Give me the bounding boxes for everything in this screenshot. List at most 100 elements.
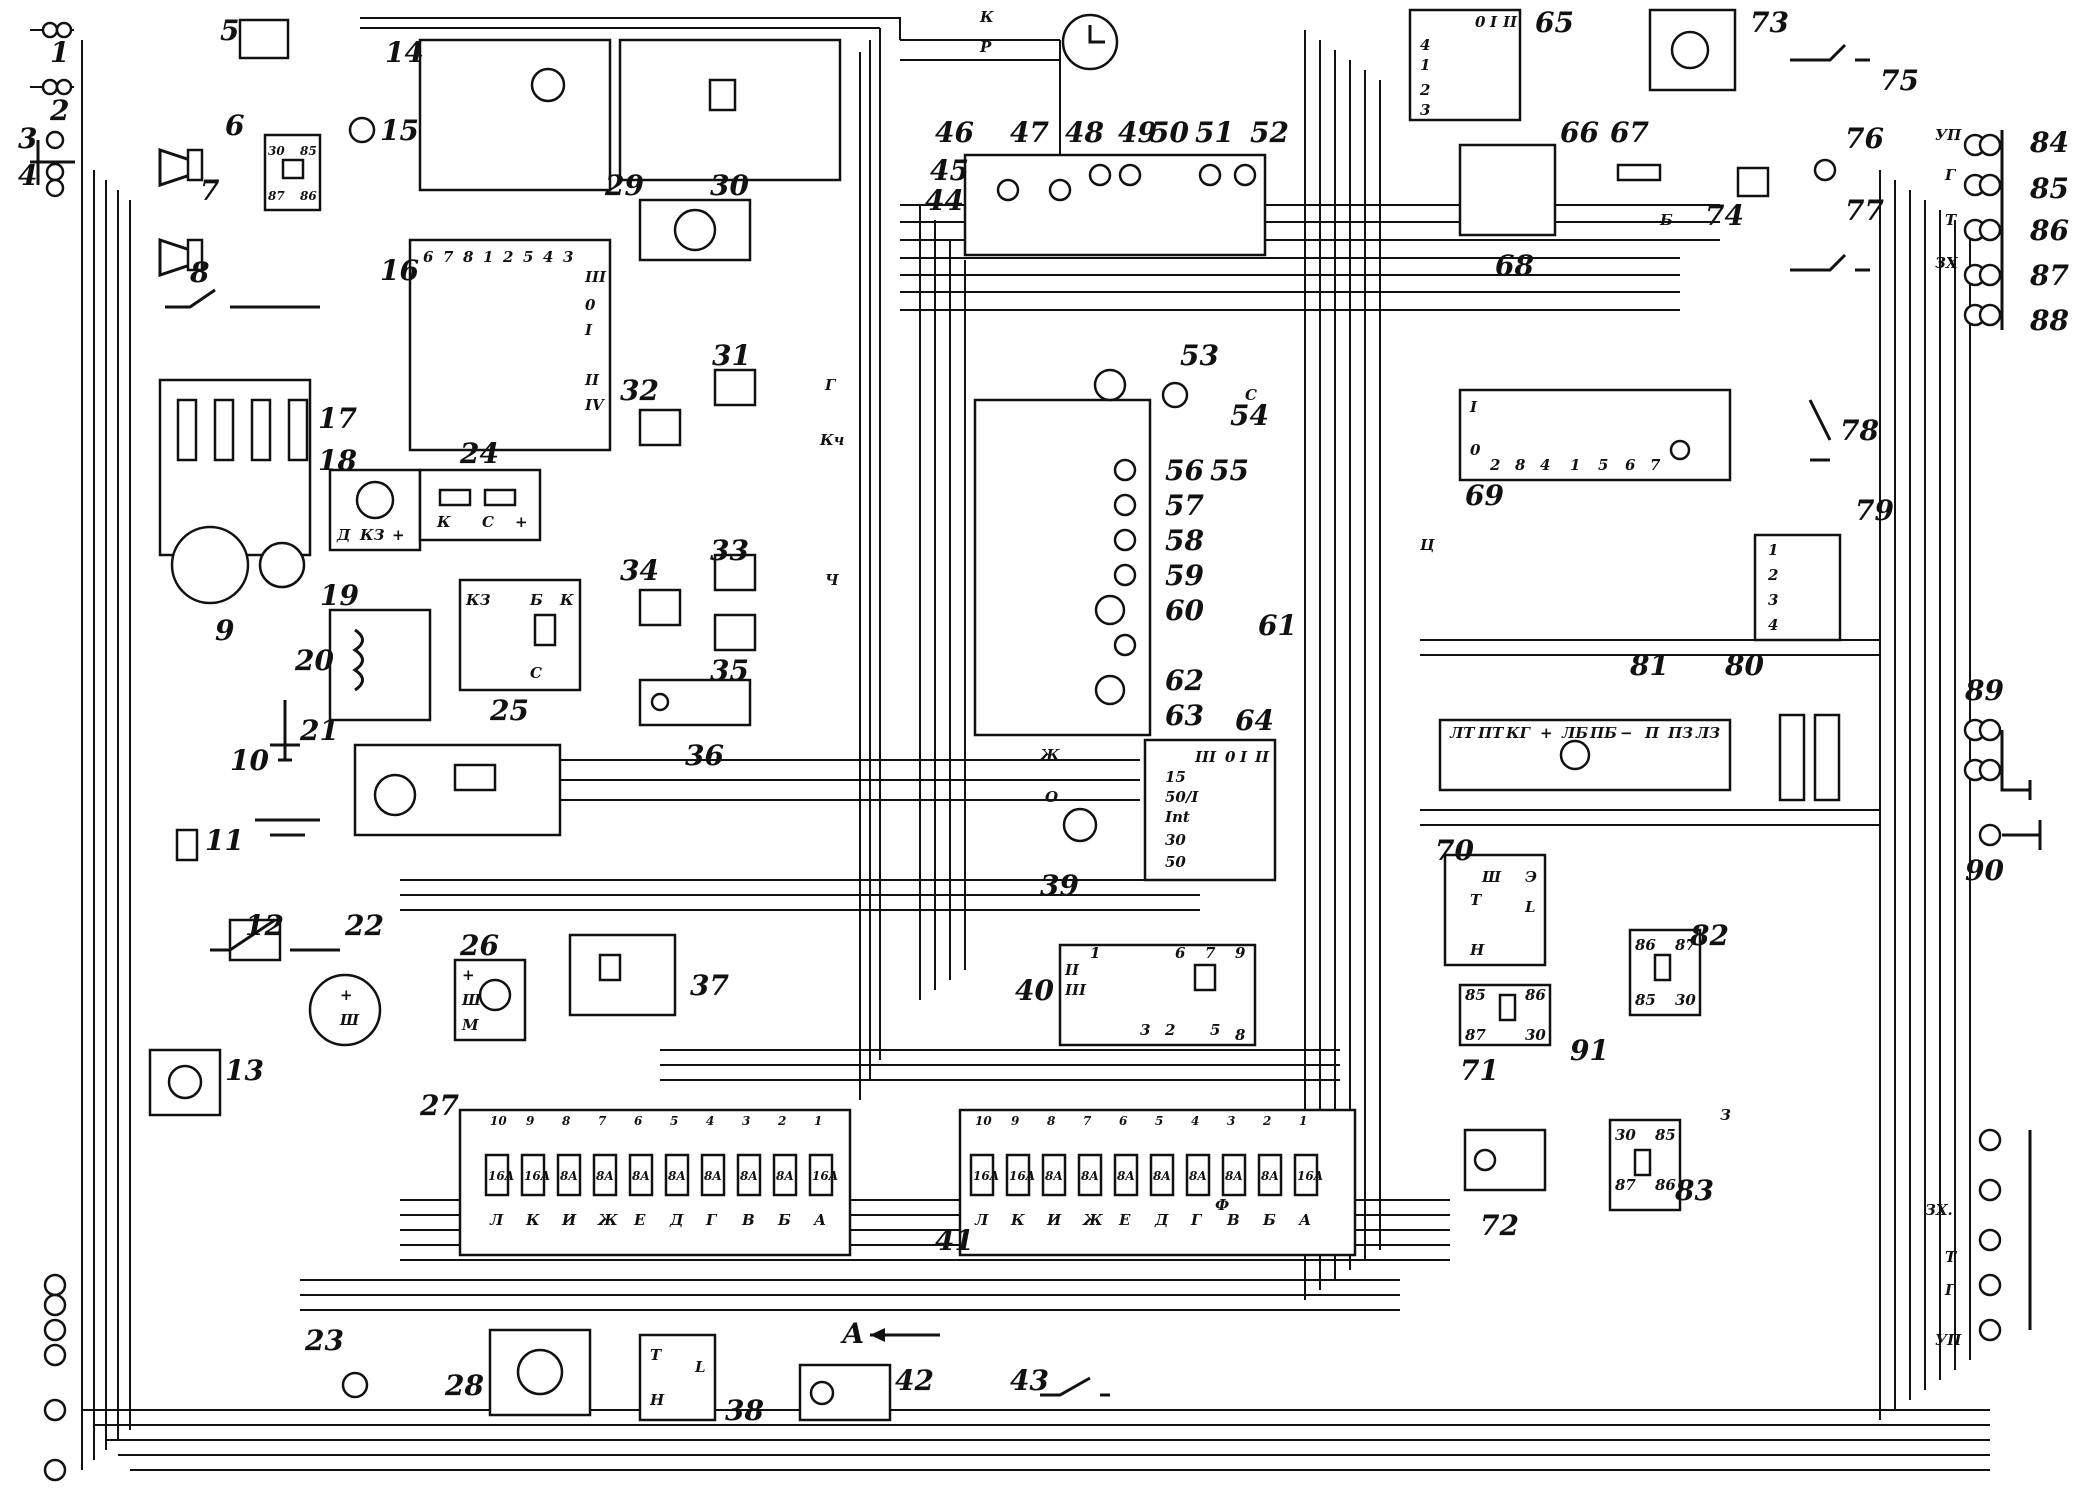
sw16-term-8: 8 — [463, 248, 474, 266]
sw16-term-7: 7 — [443, 248, 454, 266]
horn-7 — [158, 147, 204, 278]
arrow-a-label: А — [840, 1317, 865, 1350]
sw79-term-2: 2 — [1767, 566, 1778, 584]
reg26-term-m: М — [461, 1016, 479, 1034]
label-86: 86 — [2029, 214, 2069, 247]
fb27-number: 1 — [814, 1114, 822, 1128]
label-57: 57 — [1165, 489, 1204, 522]
cs-term-p: П — [1644, 724, 1660, 742]
wire-color-ch: Ч — [825, 571, 839, 589]
u19-term-d: Д — [336, 526, 351, 544]
wire-color-z: З — [1720, 1106, 1731, 1124]
component-labels: 1 2 3 4 5 6 7 8 9 10 11 12 13 14 15 16 1… — [18, 6, 2069, 1427]
cs-term-kg: КГ — [1505, 724, 1532, 742]
label-18: 18 — [318, 444, 357, 477]
fb41-fuse — [1257, 1153, 1283, 1197]
label-17: 17 — [318, 402, 357, 435]
label-53: 53 — [1180, 339, 1219, 372]
fb41-rating: 8A — [1081, 1169, 1099, 1183]
wire-color-ts: Ц — [1419, 536, 1435, 554]
label-69: 69 — [1465, 479, 1504, 512]
switch-12 — [210, 918, 340, 962]
ls-term-2: 2 — [1419, 81, 1430, 99]
indicator-panel-44-52 — [963, 153, 1267, 257]
wire-color-zh: Ж — [1039, 746, 1060, 764]
label-7: 7 — [200, 174, 220, 207]
fb41-letter: И — [1046, 1211, 1062, 1229]
fb41-number: 10 — [975, 1114, 992, 1128]
motor-30 — [638, 198, 752, 262]
switch-69 — [1458, 388, 1732, 482]
u25-term-k: К — [559, 591, 574, 609]
fb27-rating: 16A — [488, 1169, 514, 1183]
cs-term-lb: ЛБ — [1561, 724, 1588, 742]
battery-10 — [255, 700, 320, 837]
fb27-fuse — [520, 1153, 546, 1197]
label-14: 14 — [385, 36, 424, 69]
label-58: 58 — [1165, 524, 1204, 557]
label-49: 49 — [1118, 116, 1157, 149]
label-12: 12 — [245, 909, 284, 942]
r82-term-85: 85 — [1635, 991, 1656, 1009]
fb41-number: 4 — [1191, 1114, 1199, 1128]
cs-term-lt: ЛТ — [1449, 724, 1476, 742]
r6-term-86: 86 — [300, 189, 317, 203]
rs-label-g: Г — [1944, 166, 1957, 184]
sw16-term-6: 6 — [423, 248, 434, 266]
fb41-rating: 8A — [1189, 1169, 1207, 1183]
switch-43 — [1040, 1376, 1110, 1397]
u40-term-6: 6 — [1175, 944, 1186, 962]
label-38: 38 — [725, 1394, 764, 1427]
label-78: 78 — [1840, 414, 1879, 447]
label-4: 4 — [18, 159, 37, 192]
fuse-block-41-fuses: 1016AЛ916AК88AИ78AЖ68AЕ58AД48AГ38AВ28AБ1… — [969, 1114, 1323, 1229]
label-59: 59 — [1165, 559, 1204, 592]
u40-term-8: 8 — [1235, 1026, 1246, 1044]
fb27-rating: 8A — [668, 1169, 686, 1183]
gen22-term-plus: + — [340, 986, 353, 1004]
label-31: 31 — [712, 339, 751, 372]
fb27-number: 2 — [777, 1114, 786, 1128]
ign-pos-II: II — [1254, 748, 1270, 766]
unit-37 — [568, 933, 677, 1017]
label-61: 61 — [1258, 609, 1297, 642]
label-16: 16 — [380, 254, 419, 287]
sw16-term-3: 3 — [563, 248, 573, 266]
unit-24 — [418, 468, 542, 542]
fb27-number: 9 — [526, 1114, 535, 1128]
label-87: 87 — [2029, 259, 2069, 292]
label-28: 28 — [444, 1369, 484, 1402]
ls-term-3: 3 — [1420, 101, 1430, 119]
switch-8 — [165, 288, 320, 309]
r82-term-30: 30 — [1675, 991, 1696, 1009]
fb27-fuse — [592, 1153, 618, 1197]
fb41-fuse — [1113, 1153, 1139, 1197]
label-40: 40 — [1015, 974, 1054, 1007]
ign-terminal-15: 15 — [1165, 768, 1186, 786]
horn-relay-6 — [263, 133, 322, 212]
sw69-term-5: 5 — [1598, 456, 1608, 474]
label-77: 77 — [1845, 194, 1884, 227]
label-72: 72 — [1480, 1209, 1519, 1242]
u40-term-2: 2 — [1164, 1021, 1175, 1039]
switch-75 — [1790, 43, 1870, 62]
light-switch-65 — [1408, 8, 1522, 122]
label-74: 74 — [1705, 199, 1744, 232]
label-36: 36 — [685, 739, 724, 772]
ign-pos-I: I — [1239, 748, 1248, 766]
fb27-fuse — [736, 1153, 762, 1197]
starter-21 — [353, 743, 562, 837]
label-27: 27 — [419, 1089, 459, 1122]
r71-term-86: 86 — [1525, 986, 1546, 1004]
label-67: 67 — [1610, 116, 1649, 149]
cs-term-pt: ПТ — [1477, 724, 1505, 742]
fb41-letter: Ж — [1082, 1211, 1103, 1229]
u40-term-1: 1 — [1090, 944, 1100, 962]
sensor-31 — [713, 368, 757, 407]
fb27-fuse — [484, 1153, 510, 1197]
fuse-11 — [175, 828, 199, 862]
cs-term-minus: − — [1620, 724, 1633, 742]
fb27-rating: 8A — [704, 1169, 722, 1183]
sw16-term-5: 5 — [523, 248, 533, 266]
sw16-pos-0: 0 — [585, 296, 596, 314]
